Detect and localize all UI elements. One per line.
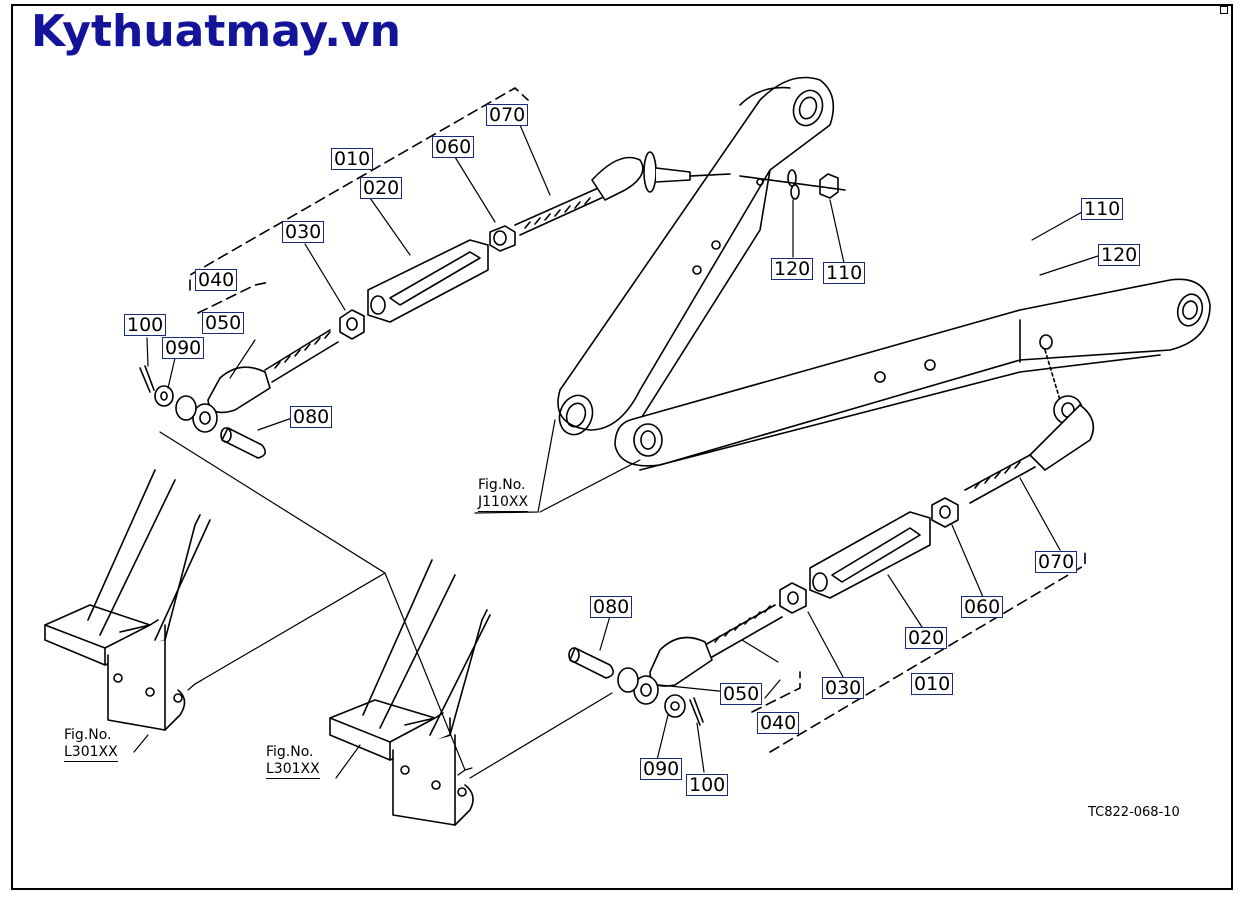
callout-010-upper: 010 bbox=[331, 148, 374, 170]
callout-120-upper-b: 120 bbox=[1098, 244, 1141, 266]
figref-lift-arm-label: Fig.No. bbox=[478, 477, 526, 493]
drawing-frame bbox=[11, 4, 1233, 890]
callout-020-upper: 020 bbox=[360, 177, 403, 199]
drawing-code: TC822-068-10 bbox=[1088, 805, 1180, 820]
lift-arm-lower bbox=[614, 278, 1211, 471]
callout-050-upper: 050 bbox=[202, 312, 245, 334]
frame-corner-mark bbox=[1220, 6, 1228, 14]
callout-110-upper-a: 110 bbox=[823, 262, 866, 284]
bracket-left bbox=[44, 469, 211, 731]
callout-040-upper: 040 bbox=[195, 269, 238, 291]
callout-060-lower: 060 bbox=[961, 596, 1004, 618]
callout-100-upper: 100 bbox=[124, 314, 167, 336]
figref-bracket-left: Fig.No. L301XX bbox=[64, 727, 118, 762]
lift-arm-upper bbox=[557, 76, 835, 436]
callout-090-lower: 090 bbox=[640, 758, 683, 780]
turnbuckle-upper bbox=[139, 151, 846, 459]
figref-bracket-right-label: Fig.No. bbox=[266, 744, 314, 760]
brand-logo: Kythuatmay.vn bbox=[31, 6, 401, 57]
callout-040-lower: 040 bbox=[757, 712, 800, 734]
callout-120-upper-a: 120 bbox=[771, 258, 814, 280]
figref-bracket-right-code: L301XX bbox=[266, 761, 320, 779]
leader-lines bbox=[133, 124, 1099, 779]
callout-080-upper: 080 bbox=[290, 406, 333, 428]
figref-lift-arm-code: J110XX bbox=[478, 494, 529, 512]
figref-bracket-left-label: Fig.No. bbox=[64, 727, 112, 743]
figref-bracket-right: Fig.No. L301XX bbox=[266, 744, 320, 779]
callout-110-upper-b: 110 bbox=[1081, 198, 1124, 220]
callout-100-lower: 100 bbox=[686, 774, 729, 796]
callout-070-upper: 070 bbox=[486, 104, 529, 126]
turnbuckle-lower bbox=[568, 349, 1095, 726]
callout-060-upper: 060 bbox=[432, 136, 475, 158]
figref-bracket-left-code: L301XX bbox=[64, 744, 118, 762]
callout-070-lower: 070 bbox=[1035, 551, 1078, 573]
callout-090-upper: 090 bbox=[162, 337, 205, 359]
bracket-right bbox=[329, 559, 491, 826]
callout-050-lower: 050 bbox=[720, 683, 763, 705]
callout-010-lower: 010 bbox=[911, 673, 954, 695]
callout-020-lower: 020 bbox=[905, 627, 948, 649]
callout-030-lower: 030 bbox=[822, 677, 865, 699]
callout-030-upper: 030 bbox=[282, 221, 325, 243]
callout-080-lower: 080 bbox=[590, 596, 633, 618]
figref-lift-arm: Fig.No. J110XX bbox=[478, 477, 529, 512]
group-bracket-upper bbox=[189, 87, 529, 314]
group-bracket-lower bbox=[751, 549, 1086, 753]
